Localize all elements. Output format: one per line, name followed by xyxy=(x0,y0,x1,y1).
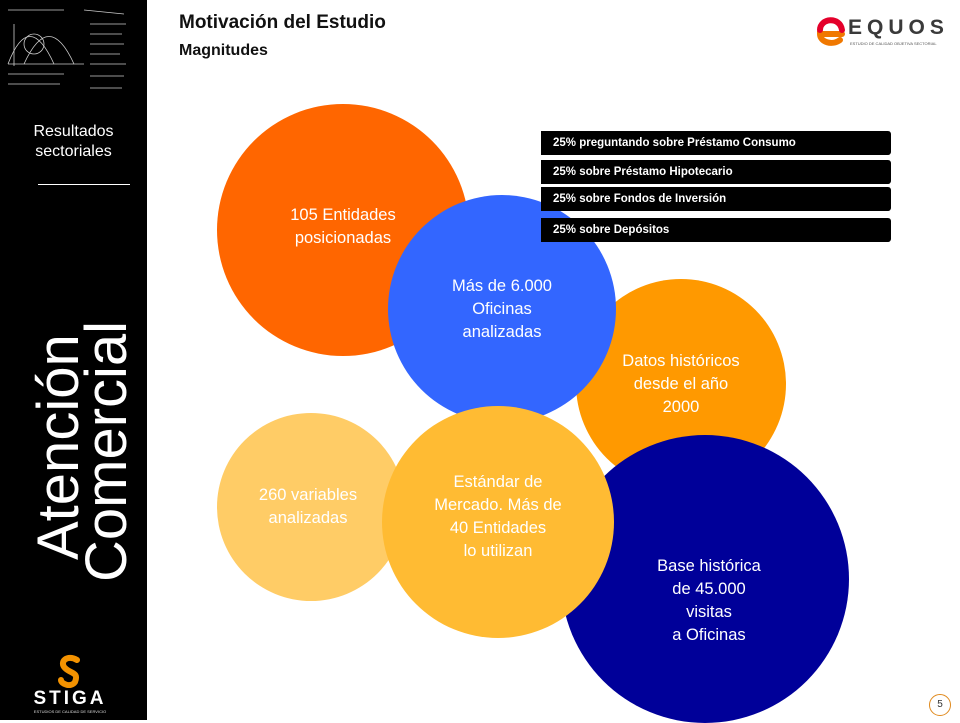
note-deposits: 25% sobre Depósitos xyxy=(541,218,891,242)
section-label: Resultados sectoriales xyxy=(33,123,114,160)
stiga-logo: STIGA ESTUDIOS DE CALIDAD DE SERVICIO xyxy=(20,652,120,718)
page-title: Motivación del Estudio xyxy=(179,12,386,33)
note-mortgage: 25% sobre Préstamo Hipotecario xyxy=(541,160,891,184)
divider xyxy=(38,184,130,185)
page-subtitle: Magnitudes xyxy=(179,42,268,59)
note-consumer-loan: 25% preguntando sobre Préstamo Consumo xyxy=(541,131,891,155)
stiga-brand: STIGA xyxy=(33,688,107,709)
page-number: 5 xyxy=(929,694,951,716)
sidebar: Resultados sectoriales Atención Comercia… xyxy=(0,0,147,720)
vertical-title-line2: Comercial xyxy=(74,320,139,582)
circle-variables-label: 260 variables analizadas xyxy=(258,486,358,527)
stiga-tagline: ESTUDIOS DE CALIDAD DE SERVICIO xyxy=(33,709,107,714)
circle-entities-label: 105 Entidades posicionadas xyxy=(290,206,396,247)
equos-logo: EQUOS ESTUDIO DE CALIDAD OBJETIVA SECTOR… xyxy=(812,10,952,52)
circle-historical-label: Datos históricos desde el año 2000 xyxy=(622,351,740,416)
equos-e-icon xyxy=(816,17,845,46)
equos-tagline: ESTUDIO DE CALIDAD OBJETIVA SECTORIAL xyxy=(850,41,937,46)
equos-brand: EQUOS xyxy=(848,16,949,39)
circle-variables: 260 variables analizadas xyxy=(217,413,405,601)
note-investment-funds: 25% sobre Fondos de Inversión xyxy=(541,187,891,211)
circle-offices-label: Más de 6.000 Oficinas analizadas xyxy=(452,276,552,341)
circle-visits: Base histórica de 45.000 visitas a Ofici… xyxy=(561,435,849,723)
circle-standard-label: Estándar de Mercado. Más de 40 Entidades… xyxy=(434,473,562,560)
circle-standard: Estándar de Mercado. Más de 40 Entidades… xyxy=(382,406,614,638)
stiga-swirl-icon xyxy=(58,654,80,688)
math-sketch-image xyxy=(7,9,126,89)
circle-visits-label: Base histórica de 45.000 visitas a Ofici… xyxy=(657,557,761,644)
